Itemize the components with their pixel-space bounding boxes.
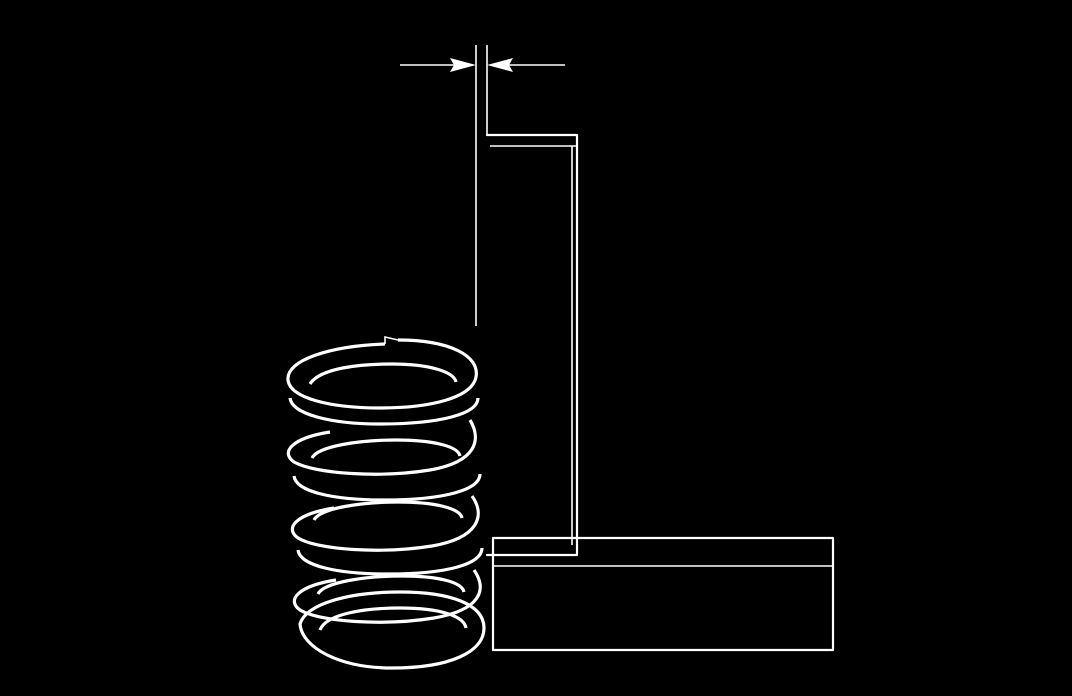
spring-coil-4 — [296, 547, 484, 576]
spring-coil-3-inner — [312, 500, 464, 521]
spring-coil-bottom — [298, 590, 486, 670]
spring-coil-top — [286, 338, 478, 410]
coil-spring — [286, 335, 486, 670]
square-base — [491, 536, 835, 652]
spring-coil-4-inner — [316, 574, 466, 595]
square-vertical-blade — [485, 133, 579, 557]
spring-coil-4-back — [292, 569, 482, 624]
dimension-arrowhead-left — [450, 58, 476, 72]
spring-coil-top-inner — [308, 362, 458, 386]
spring-end-tip — [384, 335, 399, 344]
spring-coil-3-back — [290, 495, 480, 552]
steel-square — [485, 133, 835, 652]
spring-coil-3 — [292, 473, 482, 502]
spring-coil-bottom-inner — [318, 606, 468, 631]
spring-coil-2 — [288, 397, 480, 426]
spring-coil-2-inner — [310, 438, 462, 459]
dimension-arrowhead-right — [487, 58, 513, 72]
dimension-indicator — [400, 45, 565, 326]
spring-coil-2-back — [286, 419, 477, 476]
